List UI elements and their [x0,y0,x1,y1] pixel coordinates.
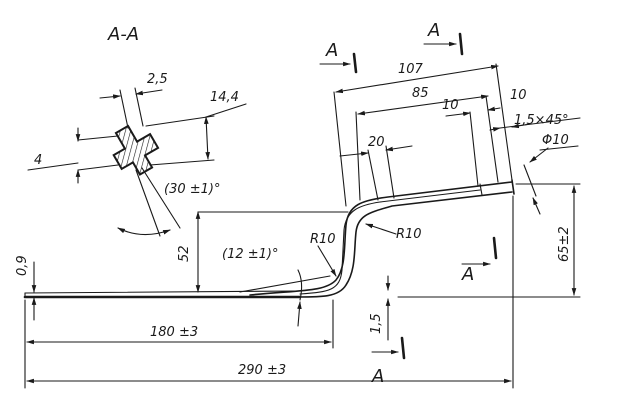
d107-ext-right [495,63,513,181]
section-view: A-A 2,5 14,4 4 (30 ±1)° [27,24,247,237]
thick-leader [27,162,79,171]
height-ext-top [145,115,215,127]
r10-right-label: R10 [396,227,422,242]
angle-ray-a [135,169,161,237]
thickness-label: 4 [34,153,42,168]
height-dim [204,116,210,160]
cut-mark-bottom-label: A [371,366,384,387]
bar-top [24,290,301,294]
d20-label: 20 [368,135,385,150]
angle12-ray [239,275,331,293]
width-dim-left [99,94,121,99]
d20-arrow-left [339,151,369,157]
phi-arrow-bottom [532,197,541,215]
cut-mark-top-label: A [427,20,440,41]
width-label: 2,5 [147,72,168,87]
chamfer-label: 1,5×45° [514,113,569,128]
rod-outline-outer [249,181,513,296]
section-title: A-A [107,24,139,45]
d20-arrow-right [385,145,413,152]
cut-mark-mid-label: A [461,264,474,285]
d10-ext-a [469,111,479,187]
width-ext-left [119,89,129,129]
cut-mark-top-stroke [458,32,464,56]
height-label: 14,4 [210,90,239,105]
angle-arc [117,227,171,236]
d10a-arrow [445,111,471,117]
d20-ext-left [367,149,379,201]
angle12-label: (12 ±1)° [222,247,278,262]
d10b-arrow [489,127,501,132]
width-dim-right [135,89,163,96]
d20-ext-right [385,145,395,199]
angle-label: (30 ±1)° [164,182,220,197]
chamfer-line [479,183,483,196]
r10-right-leader [365,223,397,235]
height-leader [205,103,247,118]
rod-centerline [299,189,481,295]
cross-section-profile [112,124,160,176]
d52-label: 52 [177,245,192,262]
cutting-plane-marks: A A A A [319,20,498,387]
d85-dim [357,94,489,116]
d180-label: 180 ±3 [150,325,198,340]
r10-left-label: R10 [310,232,336,247]
height-ext-bottom [149,159,215,166]
d15-label: 1,5 [369,313,384,334]
phi-arrow-top [529,147,549,163]
r10-left-leader [317,245,337,277]
phi-leader [539,145,579,151]
phi-dim [523,164,537,197]
d09-label: 0,9 [15,255,30,276]
d65-label: 65±2 [557,226,572,262]
main-view: 107 85 10 10 1,5×45° Φ10 20 R10 R10 [15,62,581,389]
rod-end [511,179,515,195]
cut-mark-mid-stroke [492,236,498,260]
d107-dim [335,64,499,94]
thick-ext-top [77,135,119,141]
cut-mark-left-label: A [325,40,338,61]
d10b-label: 10 [510,88,527,103]
thick-ext-bottom [77,164,119,171]
d85-ext-left [355,111,361,201]
d107-label: 107 [398,62,424,77]
d10a-arrow-right [487,106,501,112]
angle12-arc [297,269,303,301]
d290-label: 290 ±3 [238,363,286,378]
rod-outline-inner [289,191,513,298]
cut-mark-bottom-stroke [400,336,406,360]
angle12-arrow-bottom [297,301,302,327]
chamfer-leader [499,117,581,129]
d85-label: 85 [412,86,429,101]
d107-ext-left [333,91,347,207]
angle-ray-b [141,167,181,229]
phi-label: Φ10 [542,133,569,148]
d10a-label: 10 [442,98,459,113]
cut-mark-left-stroke [352,52,358,74]
